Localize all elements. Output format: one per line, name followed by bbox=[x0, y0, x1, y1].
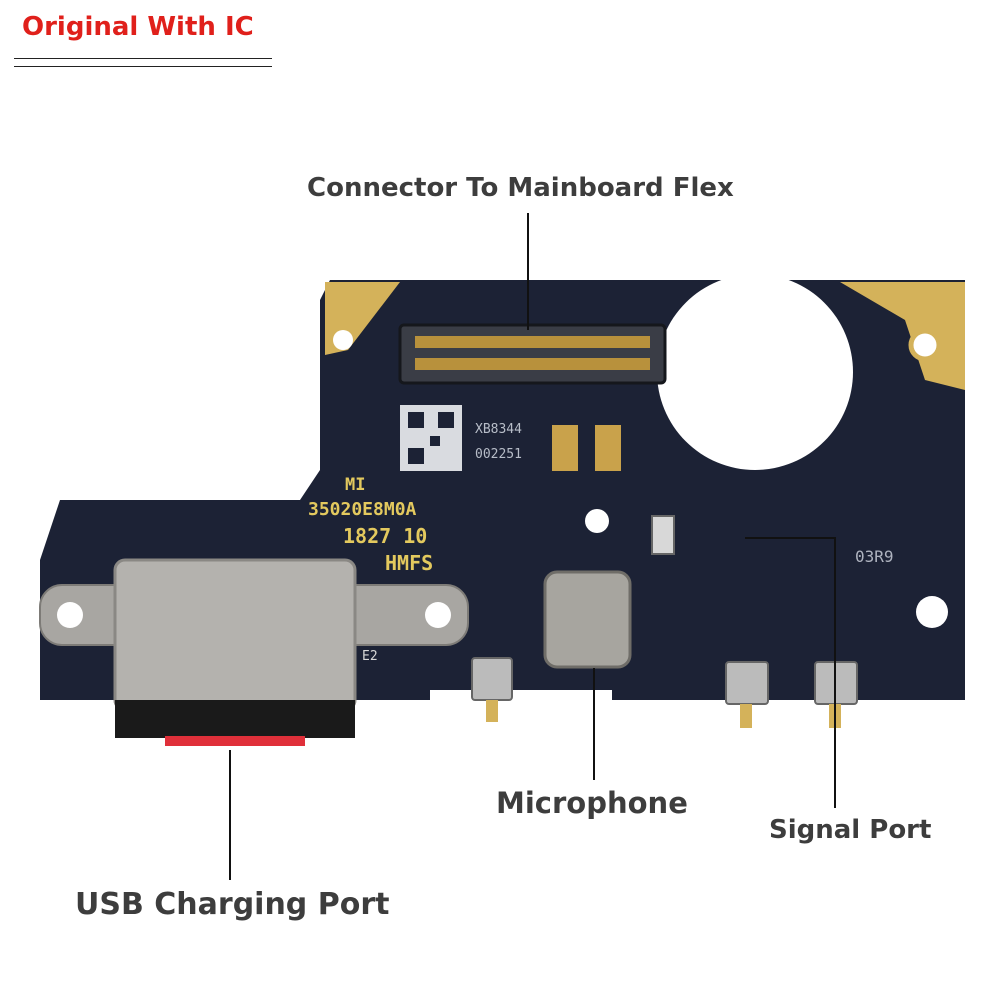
label-signal-port: Signal Port bbox=[769, 815, 932, 845]
gold-pad-right bbox=[840, 282, 965, 390]
board-serial-b: 002251 bbox=[475, 447, 522, 462]
mount-hole-right bbox=[916, 596, 948, 628]
camera-cutout bbox=[657, 274, 853, 470]
board-ref-e2: E2 bbox=[362, 649, 378, 664]
badge-underline bbox=[14, 58, 272, 59]
mount-hole-topright bbox=[908, 328, 942, 362]
board-connector bbox=[398, 323, 667, 385]
microphone-can bbox=[543, 570, 632, 669]
label-connector: Connector To Mainboard Flex bbox=[307, 173, 734, 203]
board-ref-03r9: 03R9 bbox=[855, 547, 894, 566]
small-hole bbox=[585, 509, 609, 533]
mount-hole-left-top bbox=[333, 330, 353, 350]
board-date-code: 1827 10 bbox=[343, 524, 427, 548]
label-usb-port: USB Charging Port bbox=[75, 887, 390, 922]
label-microphone: Microphone bbox=[496, 786, 688, 820]
board-brand-mark: MI bbox=[345, 475, 365, 495]
leader-signal-port bbox=[745, 537, 836, 808]
badge-underline-2 bbox=[14, 66, 272, 67]
board-vendor-code: HMFS bbox=[385, 551, 433, 575]
board-serial-a: XB8344 bbox=[475, 422, 522, 437]
badge-text: Original With IC bbox=[22, 12, 254, 42]
board-part-number: 35020E8M0A bbox=[308, 499, 417, 520]
usb-port-shell bbox=[113, 558, 357, 712]
